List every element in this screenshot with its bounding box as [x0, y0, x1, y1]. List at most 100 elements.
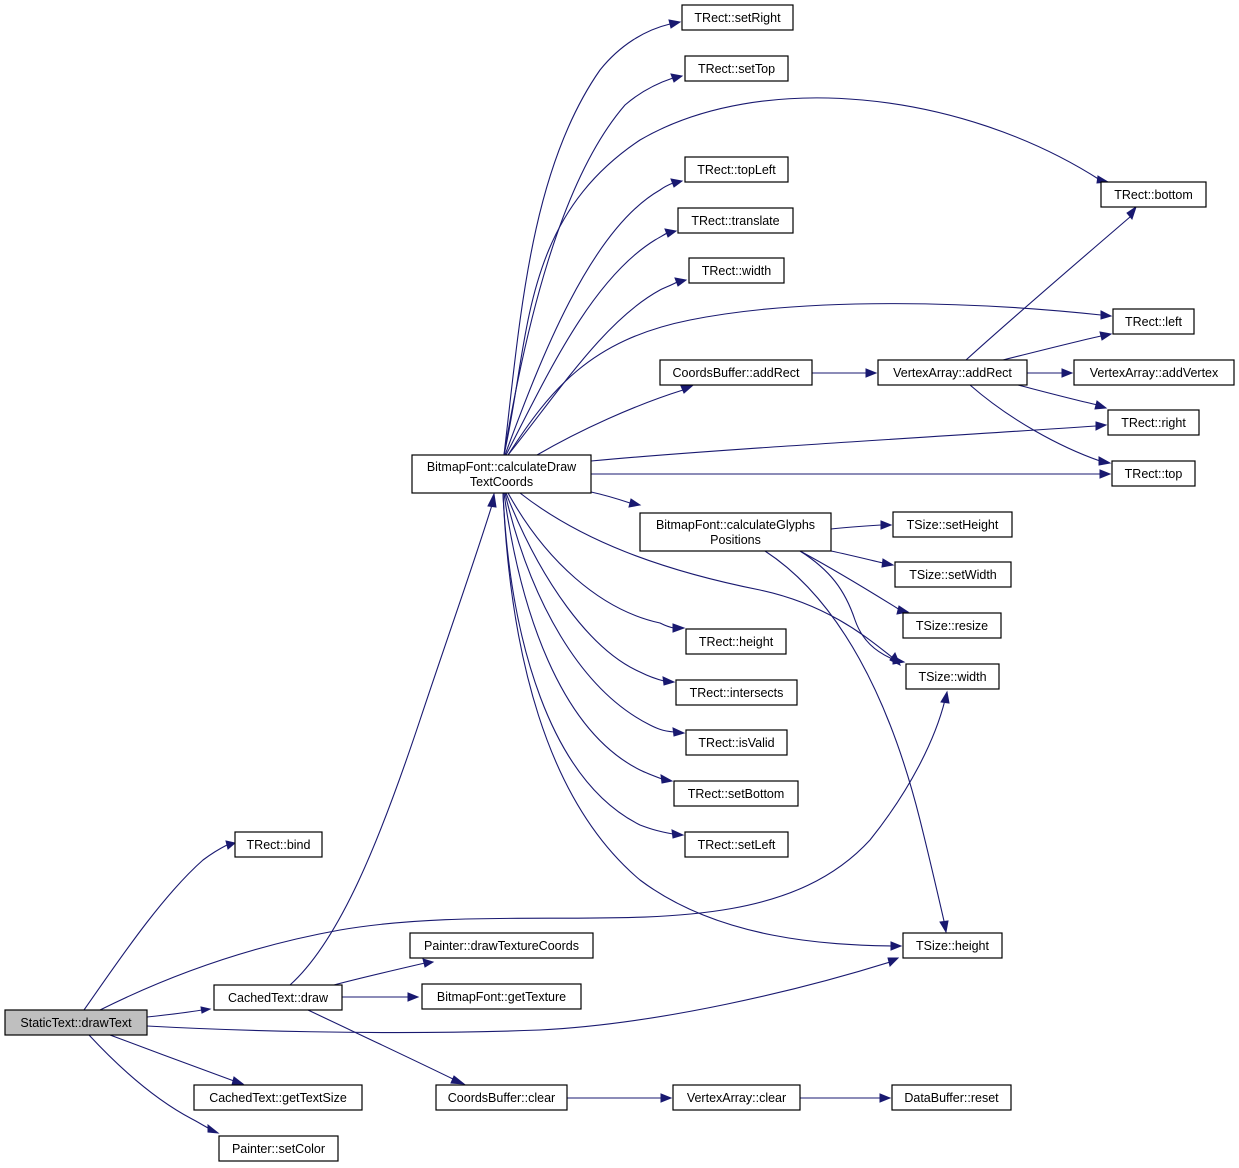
arrowhead-icon [879, 1093, 892, 1103]
node-label: TRect::top [1125, 467, 1183, 481]
edge-line [503, 492, 663, 780]
edge-calcGlyphs-to-sizeSetHeight [830, 520, 893, 530]
node-cbAddRect[interactable]: CoordsBuffer::addRect [659, 359, 813, 386]
node-label: TSize::setWidth [909, 568, 997, 582]
node-rectBottom[interactable]: TRect::bottom [1100, 181, 1207, 208]
node-cbClear[interactable]: CoordsBuffer::clear [435, 1084, 568, 1111]
node-sizeSetWidth[interactable]: TSize::setWidth [894, 561, 1012, 588]
node-label: TRect::intersects [690, 686, 784, 700]
node-rectRight[interactable]: TRect::right [1107, 409, 1200, 436]
arrowhead-icon [680, 385, 694, 394]
node-sizeWidth[interactable]: TSize::width [905, 663, 1000, 690]
node-box [213, 984, 343, 1011]
node-rectHeight[interactable]: TRect::height [685, 628, 787, 655]
arrowhead-icon [881, 558, 895, 568]
node-label: CoordsBuffer::clear [448, 1091, 555, 1105]
node-setColor[interactable]: Painter::setColor [218, 1135, 339, 1162]
node-intersects[interactable]: TRect::intersects [675, 679, 798, 706]
node-vaAddVertex[interactable]: VertexArray::addVertex [1073, 359, 1235, 386]
node-getTextSize[interactable]: CachedText::getTextSize [193, 1084, 363, 1111]
node-box [894, 561, 1012, 588]
edge-line [590, 425, 1097, 462]
node-isValid[interactable]: TRect::isValid [685, 729, 788, 756]
node-box [684, 831, 789, 858]
arrowhead-icon [670, 73, 684, 83]
edge-line [505, 232, 668, 456]
node-cachedDraw[interactable]: CachedText::draw [213, 984, 343, 1011]
edge-root-to-getTextSize [109, 1034, 245, 1086]
node-getTexture[interactable]: BitmapFont::getTexture [421, 983, 582, 1010]
node-sizeSetHeight[interactable]: TSize::setHeight [892, 511, 1013, 538]
node-root[interactable]: StaticText::drawText [4, 1009, 148, 1036]
edge-calcDraw-to-rectWidth [507, 277, 688, 456]
edge-cachedDraw-to-calcDraw [289, 492, 497, 986]
edge-line [830, 550, 884, 564]
edge-calcDraw-to-rectLeft [507, 303, 1113, 456]
arrowhead-icon [422, 958, 435, 968]
node-sizeResize[interactable]: TSize::resize [902, 612, 1002, 639]
edge-calcDraw-to-calcGlyphs [590, 491, 642, 508]
edge-line [536, 389, 684, 456]
edge-vaClear-to-dbReset [800, 1093, 892, 1103]
arrowhead-icon [1100, 310, 1113, 320]
node-setTop[interactable]: TRect::setTop [684, 55, 789, 82]
node-box [234, 831, 323, 858]
edge-line [502, 492, 892, 947]
arrowhead-icon [939, 920, 949, 934]
arrowhead-icon [887, 957, 900, 967]
node-box [685, 628, 787, 655]
node-rectTop[interactable]: TRect::top [1111, 460, 1196, 487]
edge-calcDraw-to-setLeft [502, 492, 685, 839]
node-sizeHeight[interactable]: TSize::height [902, 932, 1003, 959]
node-label: TRect::bottom [1114, 188, 1193, 202]
node-bind[interactable]: TRect::bind [234, 831, 323, 858]
edge-line [519, 492, 894, 659]
arrowhead-icon [892, 655, 906, 665]
node-label: TRect::left [1125, 315, 1182, 329]
node-box [1073, 359, 1235, 386]
edge-calcDraw-to-isValid [504, 492, 686, 737]
arrowhead-icon [1099, 469, 1112, 479]
node-box [902, 932, 1003, 959]
node-box [639, 512, 832, 552]
edge-cachedDraw-to-getTexture [341, 992, 420, 1002]
edge-line [503, 97, 1101, 456]
arrowhead-icon [1094, 400, 1108, 410]
edge-calcGlyphs-to-sizeWidth [799, 550, 906, 665]
arrowhead-icon [672, 623, 686, 633]
node-label: TRect::height [699, 635, 774, 649]
node-translate[interactable]: TRect::translate [677, 207, 794, 234]
node-rectLeft[interactable]: TRect::left [1112, 308, 1195, 335]
node-box [675, 679, 798, 706]
node-label: TRect::setLeft [698, 838, 776, 852]
node-label: TRect::topLeft [697, 163, 776, 177]
arrowhead-icon [660, 1093, 673, 1103]
node-dbReset[interactable]: DataBuffer::reset [891, 1084, 1012, 1111]
node-box [902, 612, 1002, 639]
arrowhead-icon [890, 941, 903, 951]
node-setRight[interactable]: TRect::setRight [681, 4, 794, 31]
node-label: TRect::setTop [698, 62, 775, 76]
edge-line [307, 1009, 456, 1081]
node-box [905, 663, 1000, 690]
node-setLeft[interactable]: TRect::setLeft [684, 831, 789, 858]
edge-calcDraw-to-translate [505, 228, 678, 456]
node-label: TSize::resize [916, 619, 988, 633]
arrowhead-icon [1095, 421, 1108, 431]
node-label: CachedText::draw [228, 991, 329, 1005]
edge-cbAddRect-to-vaAddRect [812, 368, 878, 378]
node-setBottom[interactable]: TRect::setBottom [673, 780, 799, 807]
node-topLeft[interactable]: TRect::topLeft [684, 156, 789, 183]
node-label: VertexArray::addRect [893, 366, 1012, 380]
node-rectWidth[interactable]: TRect::width [688, 257, 785, 284]
node-drawTextureCoords[interactable]: Painter::drawTextureCoords [409, 932, 594, 959]
arrowhead-icon [880, 520, 893, 530]
node-label: BitmapFont::calculateGlyphs [656, 518, 815, 532]
edge-calcDraw-to-topLeft [504, 178, 684, 456]
edge-line [764, 550, 945, 922]
node-vaClear[interactable]: VertexArray::clear [672, 1084, 801, 1111]
node-vaAddRect[interactable]: VertexArray::addRect [877, 359, 1028, 386]
edge-root-to-sizeWidth [99, 690, 950, 1011]
